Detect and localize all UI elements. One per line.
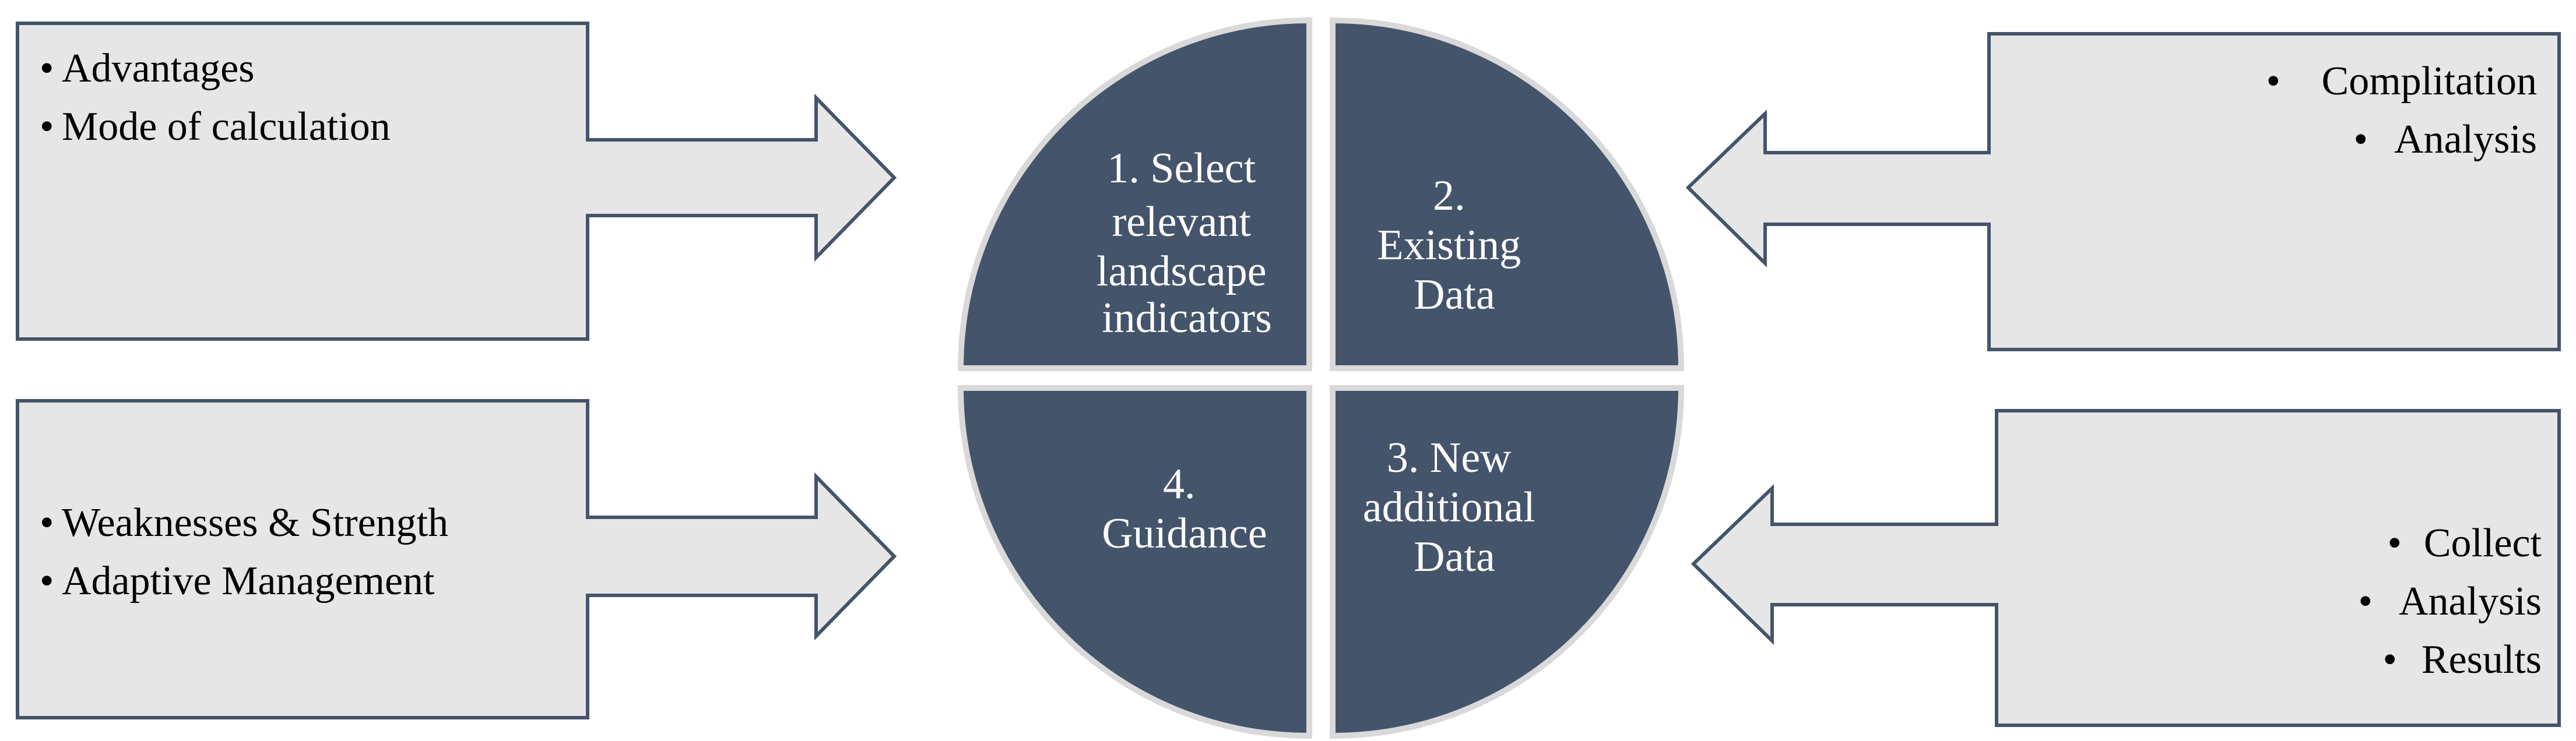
callout-bottom-right-bullet-3: • <box>2382 637 2397 682</box>
callout-top-left: • Advantages • Mode of calculation <box>16 22 897 341</box>
svg-text:• Advantages: • Advantages <box>40 46 254 91</box>
quadrant-3-shape <box>1330 385 1685 739</box>
callout-bottom-right-item-3: Results <box>2422 637 2542 682</box>
callout-bottom-right: Collect • Analysis • Results • <box>1691 409 2561 727</box>
callout-bottom-left-item-2: Adaptive Management <box>62 559 435 604</box>
callout-top-right-item-1: Complitation <box>2322 59 2537 104</box>
callout-bottom-left-bullet: • <box>40 559 54 604</box>
callout-top-right-item-2: Analysis <box>2394 117 2537 162</box>
callout-top-right: Complitation • Analysis • <box>1685 32 2561 351</box>
svg-text:• Adaptive Management: • Adaptive Management <box>40 559 435 604</box>
quadrant-1-shape <box>957 17 1312 371</box>
quadrant-1-label: 1. Select relevant landscape indicators <box>1097 144 1277 342</box>
quadrant-circle: 1. Select relevant landscape indicators … <box>957 17 1685 739</box>
quadrant-4-label: 4. Guidance <box>1102 460 1267 557</box>
callout-top-right-bullet-2: • <box>2353 117 2368 162</box>
callout-top-left-item-2: Mode of calculation <box>62 104 391 149</box>
callout-top-left-shape <box>16 22 897 341</box>
quadrant-3-label: 3. New additional Data <box>1363 434 1546 581</box>
callout-bottom-right-item-2: Analysis <box>2399 579 2542 624</box>
callout-bottom-left-item-1: Weaknesses & Strength <box>62 500 448 545</box>
quadrant-4-shape <box>957 385 1312 739</box>
callout-top-left-bullet: • <box>40 104 54 149</box>
callout-bottom-left-bullet: • <box>40 500 54 545</box>
svg-text:• Mode of calculation: • Mode of calculation <box>40 104 391 149</box>
quadrant-2-shape <box>1330 17 1685 371</box>
callout-bottom-right-bullet-1: • <box>2387 521 2402 566</box>
callout-top-right-shape <box>1685 32 2561 351</box>
quadrant-2-label: 2. Existing Data <box>1377 172 1531 319</box>
callout-top-left-bullet: • <box>40 46 54 91</box>
callout-top-left-item-1: Advantages <box>62 46 254 91</box>
callout-bottom-right-bullet-2: • <box>2358 579 2373 624</box>
svg-text:• Weaknesses & Strength: • Weaknesses & Strength <box>40 500 448 545</box>
callout-bottom-right-shape <box>1691 409 2561 727</box>
callout-top-right-bullet-1: • <box>2266 59 2280 104</box>
callout-bottom-right-item-1: Collect <box>2424 521 2542 566</box>
callout-bottom-left: • Weaknesses & Strength • Adaptive Manag… <box>16 399 897 719</box>
callout-bottom-left-shape <box>16 399 897 719</box>
